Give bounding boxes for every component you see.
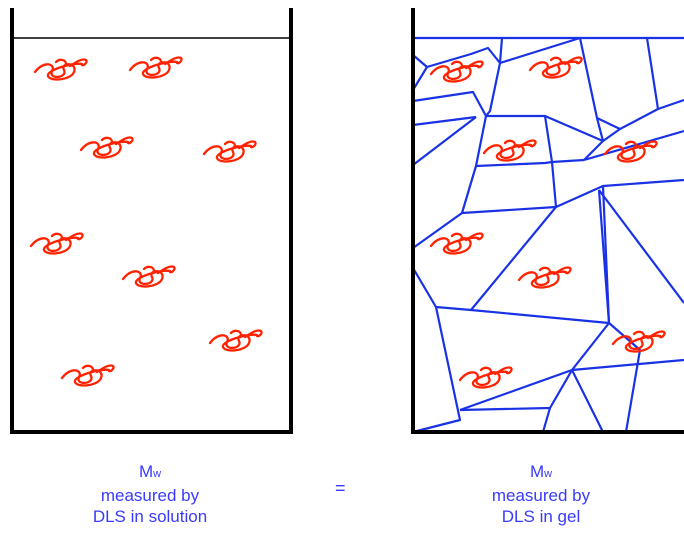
polymer-coil-icon [33, 58, 88, 81]
polymer-coil-icon [458, 366, 513, 389]
solution-method: DLS in solution [92, 507, 208, 526]
gel-container [411, 8, 684, 434]
polymer-coil-icon [429, 232, 484, 255]
polymer-coil-icon [208, 329, 263, 352]
gel-network [412, 36, 684, 434]
polymer-coil-icon [60, 364, 115, 387]
solution-caption: Mw measured by DLS in solution [40, 461, 260, 527]
polymer-coil-icon [121, 265, 176, 288]
solution-measured-by: measured by [100, 486, 200, 505]
gel-beaker-walls [411, 8, 684, 434]
gel-mw-label: Mw [529, 462, 553, 481]
gel-measured-by: measured by [491, 486, 591, 505]
gel-method: DLS in gel [501, 507, 581, 526]
solution-polymer-coils [29, 56, 263, 387]
equals-sign: = [335, 478, 346, 498]
polymer-coil-icon [29, 232, 84, 255]
solution-mw-label: Mw [138, 462, 162, 481]
solution-container [10, 8, 293, 434]
gel-polymer-coils [429, 56, 666, 389]
polymer-coil-icon [482, 139, 537, 162]
polymer-coil-icon [517, 266, 572, 289]
polymer-coil-icon [79, 136, 134, 159]
polymer-coil-icon [202, 140, 257, 163]
gel-caption: Mw measured by DLS in gel [441, 461, 641, 527]
solution-beaker-walls [10, 8, 293, 434]
polymer-coil-icon [128, 56, 183, 79]
polymer-coil-icon [528, 56, 583, 79]
